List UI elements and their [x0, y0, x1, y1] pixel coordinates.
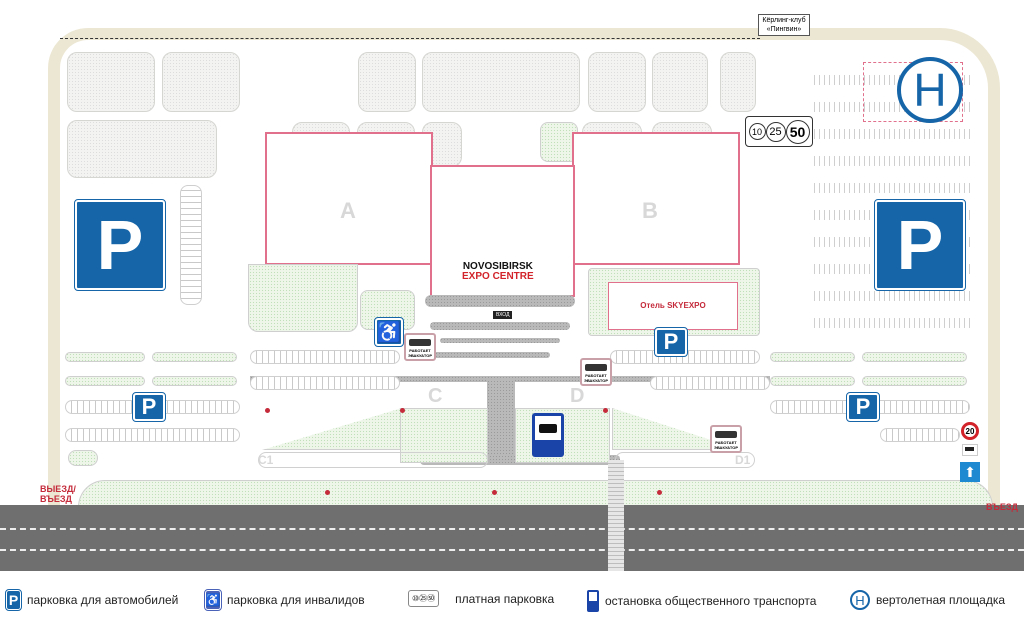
- marker-dot: [400, 408, 405, 413]
- legend-label: парковка для инвалидов: [227, 593, 365, 607]
- paid-parking-sign: 10 25 50: [745, 116, 813, 147]
- entry-label-right: ВЪЕЗД: [986, 502, 1018, 512]
- driveway: [425, 295, 575, 307]
- marker-dot: [265, 408, 270, 413]
- driveway: [440, 338, 560, 343]
- evacuator-sign: РАБОТАЕТ ЭВАКУАТОР: [404, 333, 436, 361]
- exit-entry-label-left: ВЫЕЗД/ ВЪЕЗД: [40, 484, 76, 504]
- tariff-50: 50: [785, 119, 810, 144]
- green-strip: [65, 376, 145, 386]
- bus-stop-icon: [587, 590, 599, 612]
- central-walkway: [487, 380, 515, 460]
- parking-sign-large: P: [874, 199, 966, 291]
- legend-label: остановка общественного транспорта: [605, 594, 817, 608]
- block: [720, 52, 756, 112]
- marker-dot: [325, 490, 330, 495]
- roadside-lawn: [78, 480, 993, 507]
- legend-paid: ⑩㉕㊿ платная парковка: [408, 590, 554, 607]
- marker-dot: [492, 490, 497, 495]
- wheelchair-icon: ♿: [204, 589, 222, 611]
- helipad-icon: H: [850, 590, 870, 610]
- hall-a-label: A: [340, 198, 356, 223]
- hotel-label: Отель SKYEXPO: [640, 301, 706, 310]
- block: [67, 120, 217, 178]
- driveway: [420, 352, 550, 358]
- bus-stop-sign: [532, 413, 564, 457]
- marker-dot: [603, 408, 608, 413]
- zone-c1-label: C1: [258, 453, 274, 467]
- camera-icon: [962, 444, 978, 456]
- tariff-10: 10: [748, 123, 766, 140]
- hall-b-label: B: [642, 198, 658, 223]
- parking-stalls: [250, 350, 400, 364]
- parking-stalls: [250, 376, 400, 390]
- wheelchair-icon: ♿: [374, 317, 404, 347]
- green-area: [540, 122, 578, 162]
- crosswalk: [608, 460, 624, 571]
- green-strip: [65, 352, 145, 362]
- green-strip: [862, 352, 967, 362]
- marker-dot: [657, 490, 662, 495]
- block: [652, 52, 708, 112]
- legend-label: парковка для автомобилей: [27, 593, 179, 607]
- parking-stalls: [180, 185, 202, 305]
- curling-club-label: Кёрлинг-клуб «Пингвин»: [758, 14, 810, 36]
- zone-d-label: D: [570, 385, 585, 407]
- legend-helipad: H вертолетная площадка: [850, 590, 1005, 610]
- parking-sign: P: [132, 392, 166, 422]
- legend-label: вертолетная площадка: [876, 593, 1006, 607]
- green-strip: [862, 376, 967, 386]
- small-lawn: [68, 450, 98, 466]
- green-strip: [152, 376, 237, 386]
- parking-sign-large: P: [74, 199, 166, 291]
- block: [358, 52, 416, 112]
- zone-c-lawn: [400, 408, 488, 463]
- block: [162, 52, 240, 112]
- driveway: [430, 322, 570, 330]
- paid-parking-icon: ⑩㉕㊿: [408, 590, 440, 607]
- evacuator-sign: РАБОТАЕТ ЭВАКУАТОР: [710, 425, 742, 453]
- entrance-label: ВХОД: [493, 311, 513, 319]
- legend-disabled: ♿ парковка для инвалидов: [204, 589, 365, 611]
- hall-a: [265, 132, 433, 265]
- block: [588, 52, 646, 112]
- legend-bus: остановка общественного транспорта: [587, 590, 816, 612]
- green-strip: [152, 352, 237, 362]
- parking-sign: P: [846, 392, 880, 422]
- one-way-sign: ⬆: [960, 462, 980, 482]
- parking-stalls: [880, 428, 960, 442]
- bus-icon: [535, 416, 561, 440]
- legend-label: платная парковка: [455, 591, 555, 606]
- parking-stalls: [65, 428, 240, 442]
- helipad-icon: H: [897, 57, 963, 123]
- hotel: Отель SKYEXPO: [608, 282, 738, 330]
- green-strip: [770, 376, 855, 386]
- legend-parking: P парковка для автомобилей: [5, 589, 179, 611]
- zone-c-label: C: [428, 385, 443, 407]
- main-road: [250, 376, 770, 382]
- green-strip: [770, 352, 855, 362]
- lane-marking: [0, 528, 1024, 530]
- zone-d1-label: D1: [735, 453, 751, 467]
- lane: [615, 452, 755, 468]
- parking-icon: P: [5, 589, 22, 611]
- parking-stalls: [650, 376, 770, 390]
- kerling-path: [60, 38, 760, 39]
- block: [67, 52, 155, 112]
- lane: [258, 452, 488, 468]
- tariff-25: 25: [765, 121, 786, 142]
- green-area: [248, 264, 358, 332]
- evacuator-sign: РАБОТАЕТ ЭВАКУАТОР: [580, 358, 612, 386]
- parking-sign: P: [654, 327, 688, 357]
- speed-limit-sign: 20: [961, 422, 979, 440]
- expo-logo: NOVOSIBIRSK EXPO CENTRE: [462, 261, 534, 282]
- lane-marking: [0, 549, 1024, 551]
- block: [422, 52, 580, 112]
- highway: [0, 505, 1024, 571]
